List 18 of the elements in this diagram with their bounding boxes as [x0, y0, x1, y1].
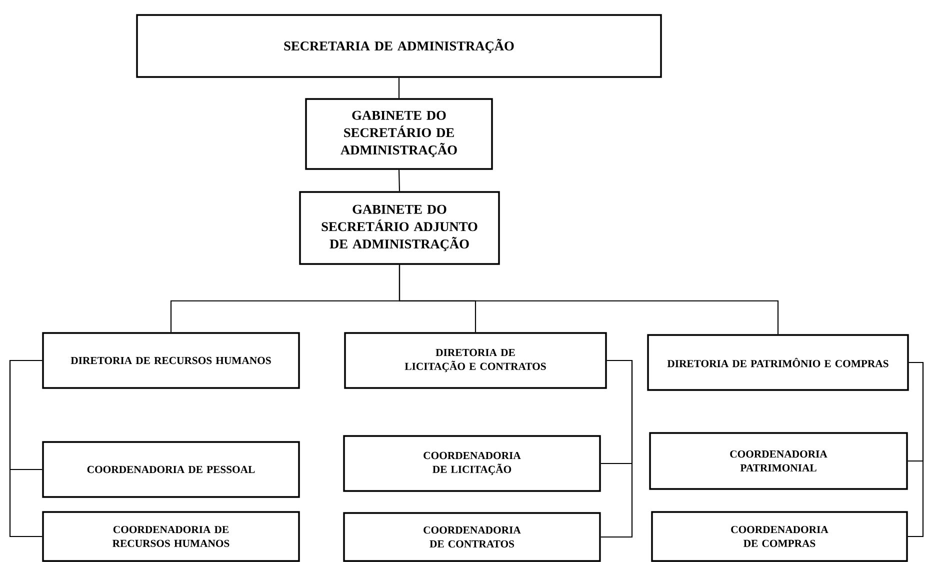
connector-line	[9, 360, 42, 538]
unit-box: COORDENADORIA DE PESSOAL	[42, 441, 300, 498]
connector-line	[398, 78, 400, 98]
connector-line	[600, 360, 633, 538]
unit-box: COORDENADORIA DE LICITAÇÃO	[343, 435, 601, 492]
connector-line	[908, 362, 924, 538]
unit-box: COORDENADORIA DE CONTRATOS	[343, 512, 601, 562]
connector-line	[398, 170, 400, 192]
unit-box: COORDENADORIA DE RECURSOS HUMANOS	[42, 511, 300, 562]
connector-line	[398, 264, 779, 334]
department-box: DIRETORIA DE PATRIMÔNIO E COMPRAS	[647, 334, 909, 391]
department-box: DIRETORIA DE RECURSOS HUMANOS	[42, 332, 300, 389]
unit-box: COORDENADORIA DE COMPRAS	[651, 511, 908, 562]
unit-box: COORDENADORIA PATRIMONIAL	[649, 432, 908, 490]
title-box: SECRETARIA DE ADMINISTRAÇÃO	[136, 14, 662, 78]
office-box: GABINETE DO SECRETÁRIO ADJUNTO DE ADMINISTRAÇÃO	[299, 191, 500, 265]
department-box: DIRETORIA DE LICITAÇÃO E CONTRATOS	[344, 332, 607, 389]
office-box: GABINETE DO SECRETÁRIO DE ADMINISTRAÇÃO	[305, 98, 493, 170]
